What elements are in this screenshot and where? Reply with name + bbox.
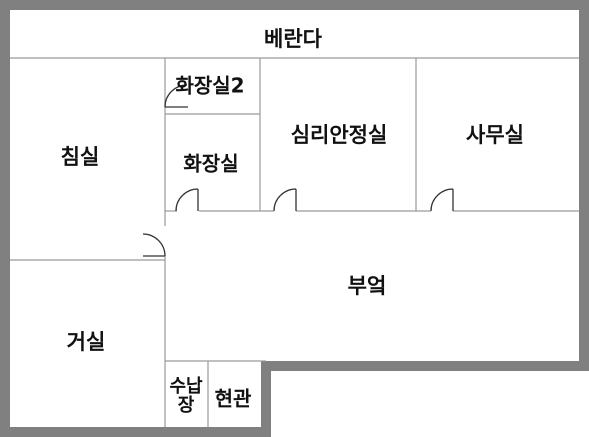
bedroom-door (142, 233, 166, 257)
restroom-door (175, 188, 199, 212)
interior-walls (10, 57, 579, 427)
room-label-living-room: 거실 (66, 329, 106, 354)
room-label-kitchen: 부엌 (347, 273, 387, 298)
room-label-restroom-2: 화장실2 (175, 73, 245, 98)
doors (142, 84, 454, 257)
room-label-entrance: 현관 (214, 386, 252, 411)
room-label-storage: 수납 장 (169, 376, 203, 416)
office-door (430, 188, 454, 212)
room-label-veranda: 베란다 (264, 26, 322, 51)
room-label-counseling-room: 심리안정실 (290, 122, 388, 147)
restroom2-door (164, 84, 188, 108)
room-label-office: 사무실 (466, 122, 524, 147)
counseling-door (273, 188, 297, 212)
room-label-bedroom: 침실 (60, 144, 100, 169)
room-label-restroom: 화장실 (183, 151, 239, 176)
